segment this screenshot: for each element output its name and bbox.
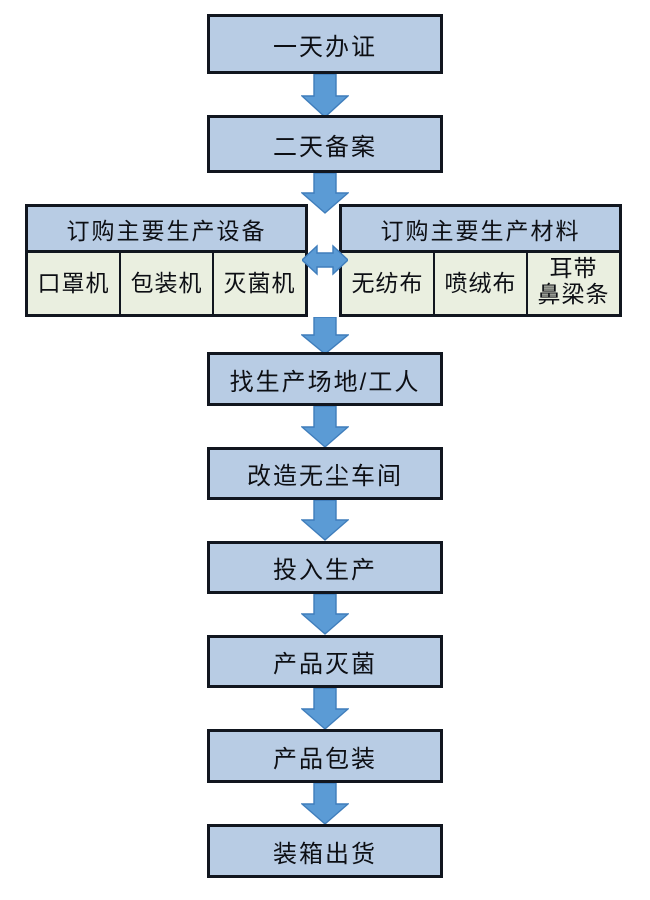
material-cell-2[interactable]: 喷绒布 — [435, 253, 528, 314]
material-cell-1-label: 无纺布 — [351, 270, 424, 297]
equipment-cell-1[interactable]: 口罩机 — [28, 253, 121, 314]
arrow-equipment-material-bidirectional — [300, 236, 350, 284]
equipment-table-header: 订购主要生产设备 — [28, 207, 305, 253]
process-node-step5-label: 投入生产 — [273, 557, 377, 584]
process-node-step4[interactable]: 改造无尘车间 — [207, 447, 443, 500]
equipment-cell-3-label: 灭菌机 — [223, 270, 296, 297]
equipment-cell-2[interactable]: 包装机 — [121, 253, 214, 314]
arrow-down-icon — [300, 782, 350, 825]
process-node-step8[interactable]: 装箱出货 — [207, 824, 443, 878]
material-table-header-label: 订购主要生产材料 — [380, 217, 581, 244]
process-node-step4-label: 改造无尘车间 — [247, 463, 403, 490]
material-table-header: 订购主要生产材料 — [342, 207, 619, 253]
arrow-down-icon — [300, 405, 350, 448]
arrow-step2-to-tables — [300, 172, 350, 214]
arrow-step7-to-step8 — [300, 782, 350, 825]
process-node-step7-label: 产品包装 — [273, 745, 377, 773]
material-cell-1[interactable]: 无纺布 — [342, 253, 435, 314]
equipment-table-header-label: 订购主要生产设备 — [66, 217, 267, 244]
arrow-step6-to-step7 — [300, 687, 350, 730]
equipment-table: 订购主要生产设备 口罩机 包装机 灭菌机 — [25, 204, 308, 317]
process-node-step3-label: 找生产场地/工人 — [229, 368, 421, 396]
arrow-down-icon — [300, 593, 350, 635]
process-node-step1-label: 一天办证 — [273, 33, 377, 61]
material-table-cells: 无纺布 喷绒布 耳带 鼻梁条 — [342, 253, 619, 314]
arrow-down-icon — [300, 316, 350, 355]
material-table: 订购主要生产材料 无纺布 喷绒布 耳带 鼻梁条 — [339, 204, 622, 317]
process-node-step2-label: 二天备案 — [273, 133, 377, 161]
material-cell-3[interactable]: 耳带 鼻梁条 — [528, 253, 619, 314]
process-node-step8-label: 装箱出货 — [273, 840, 377, 868]
arrow-left-right-icon — [300, 244, 350, 276]
arrow-step1-to-step2 — [300, 73, 350, 118]
arrow-step4-to-step5 — [300, 499, 350, 541]
process-node-step7[interactable]: 产品包装 — [207, 729, 443, 783]
material-cell-3-label-line1: 耳带 — [549, 255, 598, 281]
arrow-tables-to-step3 — [300, 316, 350, 355]
equipment-cell-3[interactable]: 灭菌机 — [214, 253, 305, 314]
arrow-down-icon — [300, 687, 350, 730]
arrow-down-icon — [300, 172, 350, 214]
process-node-step2[interactable]: 二天备案 — [207, 115, 443, 173]
equipment-table-cells: 口罩机 包装机 灭菌机 — [28, 253, 305, 314]
material-cell-3-label-line2: 鼻梁条 — [537, 281, 610, 308]
arrow-step5-to-step6 — [300, 593, 350, 635]
process-node-step1[interactable]: 一天办证 — [207, 14, 443, 74]
equipment-cell-1-label: 口罩机 — [37, 270, 110, 297]
arrow-down-icon — [300, 499, 350, 541]
process-node-step6-label: 产品灭菌 — [273, 651, 377, 678]
process-node-step6[interactable]: 产品灭菌 — [207, 635, 443, 688]
arrow-step3-to-step4 — [300, 405, 350, 448]
equipment-cell-2-label: 包装机 — [130, 270, 203, 297]
process-node-step3[interactable]: 找生产场地/工人 — [207, 352, 443, 406]
arrow-down-icon — [300, 73, 350, 118]
material-cell-2-label: 喷绒布 — [444, 270, 517, 297]
process-node-step5[interactable]: 投入生产 — [207, 541, 443, 594]
